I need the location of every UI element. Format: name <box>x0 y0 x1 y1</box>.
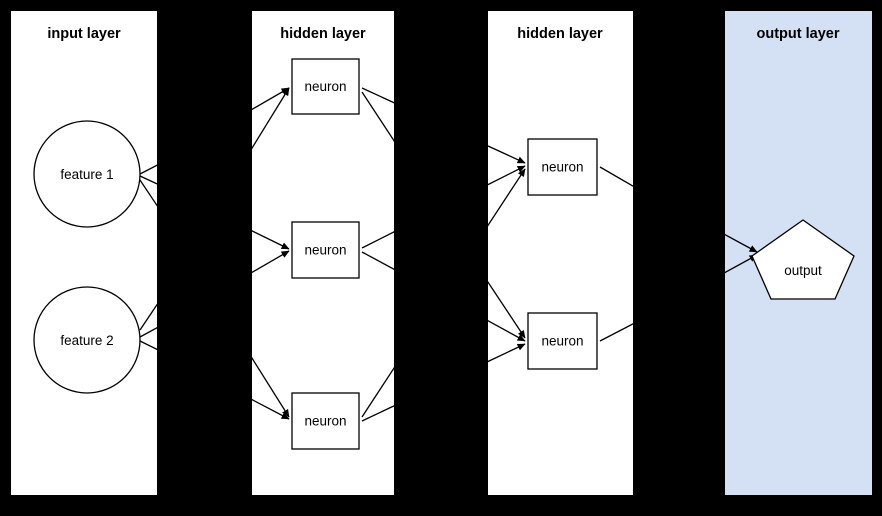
edge-in-h1n2-a <box>252 230 290 250</box>
hidden1-neuron-2-label: neuron <box>304 243 346 258</box>
node-hidden2-neuron-2[interactable]: neuron <box>527 312 598 370</box>
node-hidden2-neuron-1[interactable]: neuron <box>527 138 598 196</box>
hidden1-neuron-1-box[interactable] <box>291 58 360 115</box>
output-layer-nodes: output <box>751 219 855 300</box>
edge-in-h2n1-c <box>488 168 526 227</box>
node-output[interactable]: output <box>751 219 855 300</box>
edge-out-h1n2-to-h2n2 <box>361 251 394 271</box>
edges-in-output-panel <box>725 233 758 274</box>
title-hidden-layer-2: hidden layer <box>517 26 603 42</box>
hidden2-neuron-1-label: neuron <box>541 160 583 175</box>
output-pentagon[interactable] <box>751 219 855 300</box>
edge-in-output-b <box>725 254 758 274</box>
edge-out-h1n3-to-h2n2 <box>361 405 394 422</box>
hidden2-neuron-2-box[interactable] <box>527 312 598 370</box>
edge-out-h1n3-to-h2n1 <box>361 366 394 418</box>
node-feature-1[interactable]: feature 1 <box>33 120 141 228</box>
edge-out-h1n2-to-h2n1 <box>361 231 394 249</box>
title-hidden-layer-1: hidden layer <box>280 26 366 42</box>
title-output-layer: output layer <box>757 26 840 42</box>
hidden1-neuron-2-box[interactable] <box>291 221 360 279</box>
hidden-layer-1-nodes: neuron neuron neuron <box>291 58 360 450</box>
node-hidden1-neuron-2[interactable]: neuron <box>291 221 360 279</box>
edge-in-h1n3-b <box>252 398 290 420</box>
feature-2-label: feature 2 <box>60 333 113 348</box>
output-label: output <box>784 263 822 278</box>
edge-in-h1n1-a <box>252 87 290 111</box>
title-input-layer: input layer <box>47 26 121 42</box>
hidden1-neuron-1-label: neuron <box>304 79 346 94</box>
edge-in-h1n3-a <box>252 356 290 418</box>
edge-in-h2n1-b <box>488 165 526 186</box>
hidden-layer-2-nodes: neuron neuron <box>527 138 598 370</box>
hidden1-neuron-3-box[interactable] <box>291 392 360 450</box>
layer-titles: input layer hidden layer hidden layer ou… <box>47 26 840 42</box>
edge-out-h1n1-to-h2n1 <box>361 87 394 104</box>
edge-in-h2n2-c <box>488 343 526 363</box>
hidden1-neuron-3-label: neuron <box>304 414 346 429</box>
edge-in-h1n1-b <box>252 87 290 150</box>
layer-panels <box>11 11 872 495</box>
edge-in-h2n2-b <box>488 320 526 342</box>
input-layer-nodes: feature 1 feature 2 <box>33 120 141 394</box>
node-hidden1-neuron-1[interactable]: neuron <box>291 58 360 115</box>
edge-in-h2n1-a <box>488 145 526 164</box>
edge-out-h1n1-to-h2n2 <box>361 91 394 142</box>
edges-in-hidden1-panel <box>252 87 394 422</box>
edge-in-h2n2-a <box>488 280 526 339</box>
hidden2-neuron-2-label: neuron <box>541 334 583 349</box>
node-hidden1-neuron-3[interactable]: neuron <box>291 392 360 450</box>
edge-out-h2n1-to-output <box>599 166 633 187</box>
panel-input-layer[interactable] <box>11 11 157 495</box>
edge-out-h2n2-to-output <box>599 323 633 342</box>
edge-in-h1n2-b <box>252 250 290 274</box>
panel-hidden-layer-2[interactable] <box>488 11 633 495</box>
node-feature-2[interactable]: feature 2 <box>33 286 141 394</box>
feature-1-label: feature 1 <box>60 167 113 182</box>
feature-1-circle[interactable] <box>33 120 141 228</box>
hidden2-neuron-1-box[interactable] <box>527 138 598 196</box>
feature-2-circle[interactable] <box>33 286 141 394</box>
edge-in-output-a <box>725 233 758 253</box>
edges-in-hidden2-panel <box>488 145 633 363</box>
